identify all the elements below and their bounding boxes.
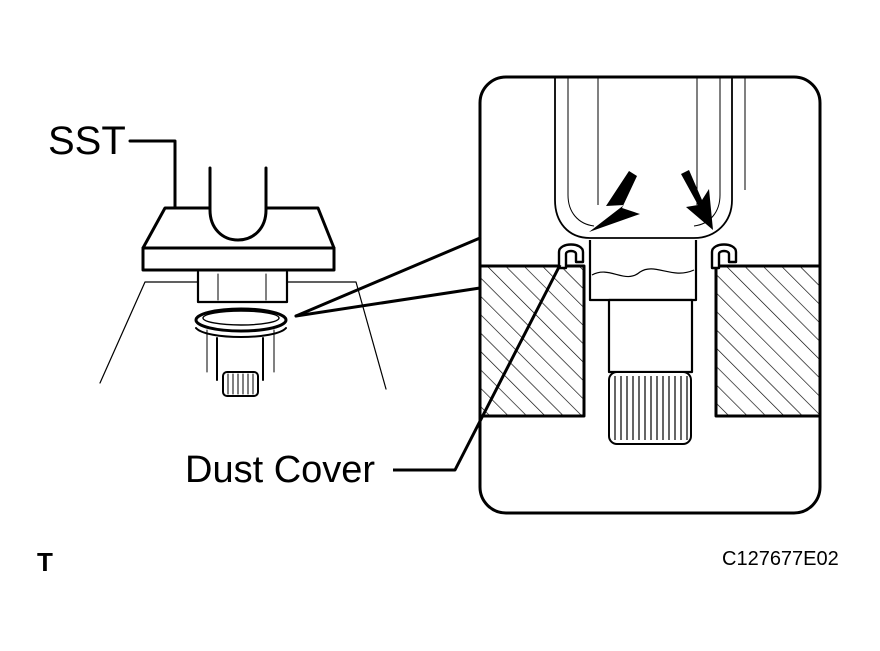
dust-cover-label: Dust Cover <box>185 449 376 491</box>
shaft-upper <box>196 270 289 304</box>
dust-cover-left <box>557 243 585 270</box>
sst-handle <box>208 166 268 242</box>
housing-left-block <box>480 266 584 416</box>
sst-tube-outer <box>554 77 733 239</box>
dust-cover-right <box>710 243 738 270</box>
callout-lines <box>294 236 482 318</box>
dust-cover-ring <box>194 307 288 333</box>
corner-mark: T <box>37 547 53 577</box>
sst-plate-front <box>141 246 336 272</box>
sst-label: SST <box>48 119 126 163</box>
dust-cover-leader-line <box>393 264 562 472</box>
detail-view <box>478 75 822 515</box>
figure-code: C127677E02 <box>722 548 839 570</box>
shaft <box>607 298 694 374</box>
detail-spline <box>608 371 692 445</box>
arrow-left-icon <box>589 171 640 232</box>
overview-view <box>99 139 387 397</box>
sst-leader-line <box>128 139 177 210</box>
spline-end <box>222 371 259 397</box>
arrow-right-icon <box>681 170 713 230</box>
housing-right-block <box>716 266 820 416</box>
detail-frame <box>478 75 822 515</box>
